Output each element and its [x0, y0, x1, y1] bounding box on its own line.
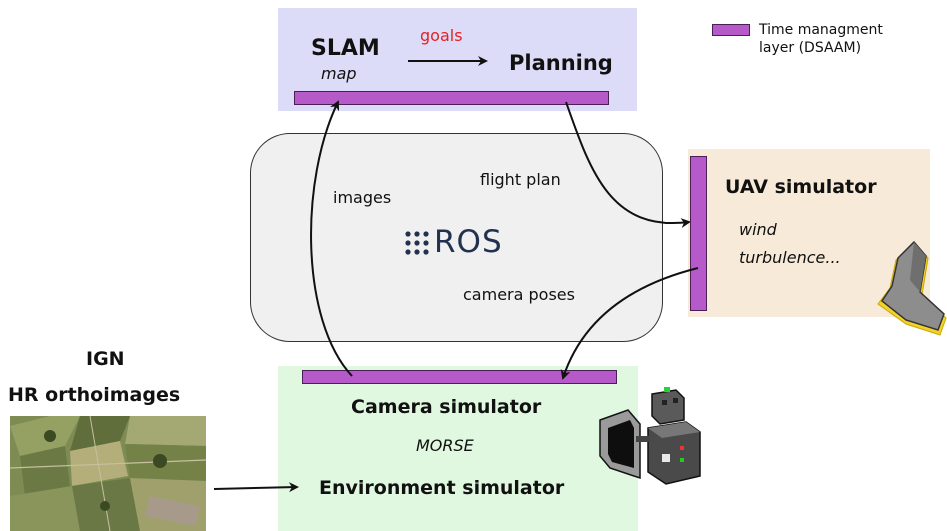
morse-label: MORSE	[416, 436, 474, 455]
flight-plan-label: flight plan	[480, 170, 561, 189]
robot-icon	[598, 384, 708, 494]
ign-title: IGN	[86, 348, 125, 370]
map-label: map	[321, 64, 357, 83]
camera-sim-label: Camera simulator	[351, 396, 542, 418]
simulation-time-layer	[302, 370, 617, 384]
planning-label: Planning	[509, 51, 613, 75]
legend: Time managment layer (DSAAM)	[712, 22, 947, 62]
ros-box: images flight plan ROS camera poses	[250, 133, 663, 342]
uav-drone-icon	[870, 240, 947, 340]
legend-label-line1: Time managment	[759, 22, 883, 38]
ros-logo-text: ROS	[434, 224, 503, 260]
ros-logo: ROS	[404, 224, 514, 264]
uav-time-layer	[690, 156, 707, 311]
uav-box: UAV simulator wind turbulence...	[688, 149, 930, 317]
uav-wind: wind	[739, 220, 777, 239]
images-label: images	[333, 188, 392, 207]
planning-box: SLAM map goals Planning	[278, 8, 637, 111]
camera-poses-label: camera poses	[463, 285, 575, 304]
ros-dots-icon	[404, 230, 430, 256]
legend-label-line2: layer (DSAAM)	[759, 40, 862, 56]
uav-turbulence: turbulence...	[739, 248, 841, 267]
ign-subtitle: HR orthoimages	[8, 384, 181, 406]
goals-label: goals	[420, 26, 463, 45]
simulation-box: Camera simulator MORSE Environment simul…	[278, 366, 638, 531]
uav-title: UAV simulator	[725, 176, 877, 198]
env-sim-label: Environment simulator	[319, 477, 565, 499]
legend-swatch	[712, 24, 750, 36]
orthoimage-thumbnail	[10, 416, 206, 531]
planning-time-layer	[294, 91, 609, 105]
slam-label: SLAM	[311, 36, 380, 61]
